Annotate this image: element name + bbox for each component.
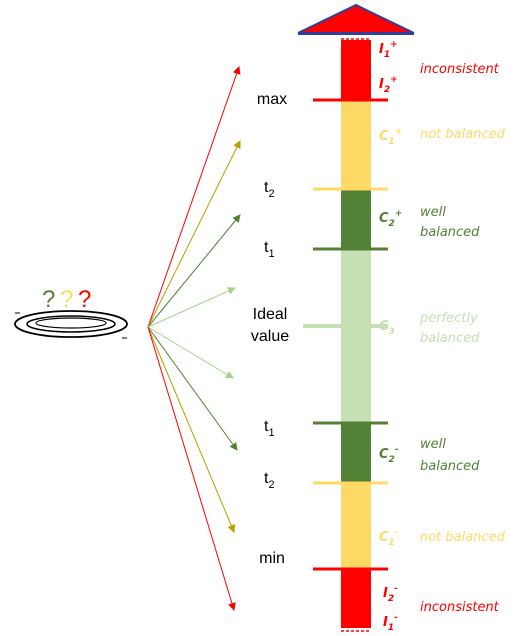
desc-not-balanced-bottom: not balanced bbox=[420, 530, 506, 545]
class-descriptions: inconsistent not balanced well balanced … bbox=[419, 62, 506, 615]
question-mark-green: ? bbox=[42, 286, 55, 313]
max-label: max bbox=[257, 91, 287, 108]
desc-well-bottom-1: well bbox=[420, 437, 446, 452]
plate-icon bbox=[14, 310, 128, 339]
segment-inconsistent-top bbox=[341, 40, 371, 100]
question-mark-red: ? bbox=[78, 286, 91, 313]
class-C2-plus: C2+ bbox=[379, 209, 402, 229]
segment-well-balanced-bottom bbox=[341, 423, 371, 483]
arrow-fan bbox=[147, 66, 241, 611]
arrow-to-inconsistent-top bbox=[147, 66, 241, 328]
ideal-label-line2: value bbox=[251, 328, 289, 345]
t1-lower-label: t1 bbox=[264, 418, 275, 439]
arrow-to-inconsistent-bottom bbox=[147, 326, 236, 611]
class-I1-plus: I1+ bbox=[379, 40, 398, 60]
arrow-to-well-balanced-bottom bbox=[147, 326, 238, 451]
segment-not-balanced-bottom bbox=[341, 483, 371, 569]
class-C2-minus: C2- bbox=[379, 445, 399, 465]
class-C3: C3 bbox=[379, 319, 395, 337]
desc-well-top-2: balanced bbox=[420, 225, 480, 240]
segment-inconsistent-bottom bbox=[341, 569, 371, 628]
class-labels: I1+ I2+ C1+ C2+ C3 C2- C1- I2- I1- bbox=[379, 40, 402, 633]
arrow-to-not-balanced-bottom bbox=[147, 326, 235, 533]
up-arrow-head bbox=[297, 3, 415, 35]
class-I2-minus: I2- bbox=[383, 584, 398, 604]
arrow-to-well-balanced-top bbox=[147, 214, 241, 328]
class-I2-plus: I2+ bbox=[379, 75, 398, 95]
desc-well-top-1: well bbox=[420, 205, 446, 220]
segment-perfectly-balanced bbox=[341, 249, 371, 423]
t1-upper-label: t1 bbox=[264, 239, 275, 260]
class-C1-minus: C1- bbox=[379, 528, 399, 548]
desc-inconsistent-bottom: inconsistent bbox=[420, 600, 500, 615]
arrow-to-perfect-bottom bbox=[147, 326, 234, 379]
desc-inconsistent-top: inconsistent bbox=[420, 62, 500, 77]
t2-upper-label: t2 bbox=[264, 179, 275, 200]
min-label: min bbox=[259, 550, 285, 567]
threshold-labels: max t2 t1 Ideal value t1 t2 min bbox=[251, 91, 289, 567]
question-marks: ? ? ? bbox=[42, 286, 91, 313]
threshold-lines bbox=[303, 98, 388, 571]
desc-perfectly-2: balanced bbox=[420, 331, 480, 346]
class-I1-minus: I1- bbox=[383, 613, 398, 633]
question-mark-yellow: ? bbox=[60, 286, 73, 313]
t2-lower-label: t2 bbox=[264, 470, 275, 491]
scale-bar bbox=[341, 38, 371, 632]
desc-well-bottom-2: balanced bbox=[420, 459, 480, 474]
desc-not-balanced-top: not balanced bbox=[420, 127, 506, 142]
arrow-to-perfect-top bbox=[147, 287, 236, 328]
class-C1-plus: C1+ bbox=[379, 127, 402, 147]
ideal-label-line1: Ideal bbox=[253, 306, 288, 323]
segment-well-balanced-top bbox=[341, 189, 371, 249]
segment-not-balanced-top bbox=[341, 100, 371, 189]
desc-perfectly-1: perfectly bbox=[419, 311, 478, 326]
arrow-to-not-balanced-top bbox=[147, 140, 241, 328]
